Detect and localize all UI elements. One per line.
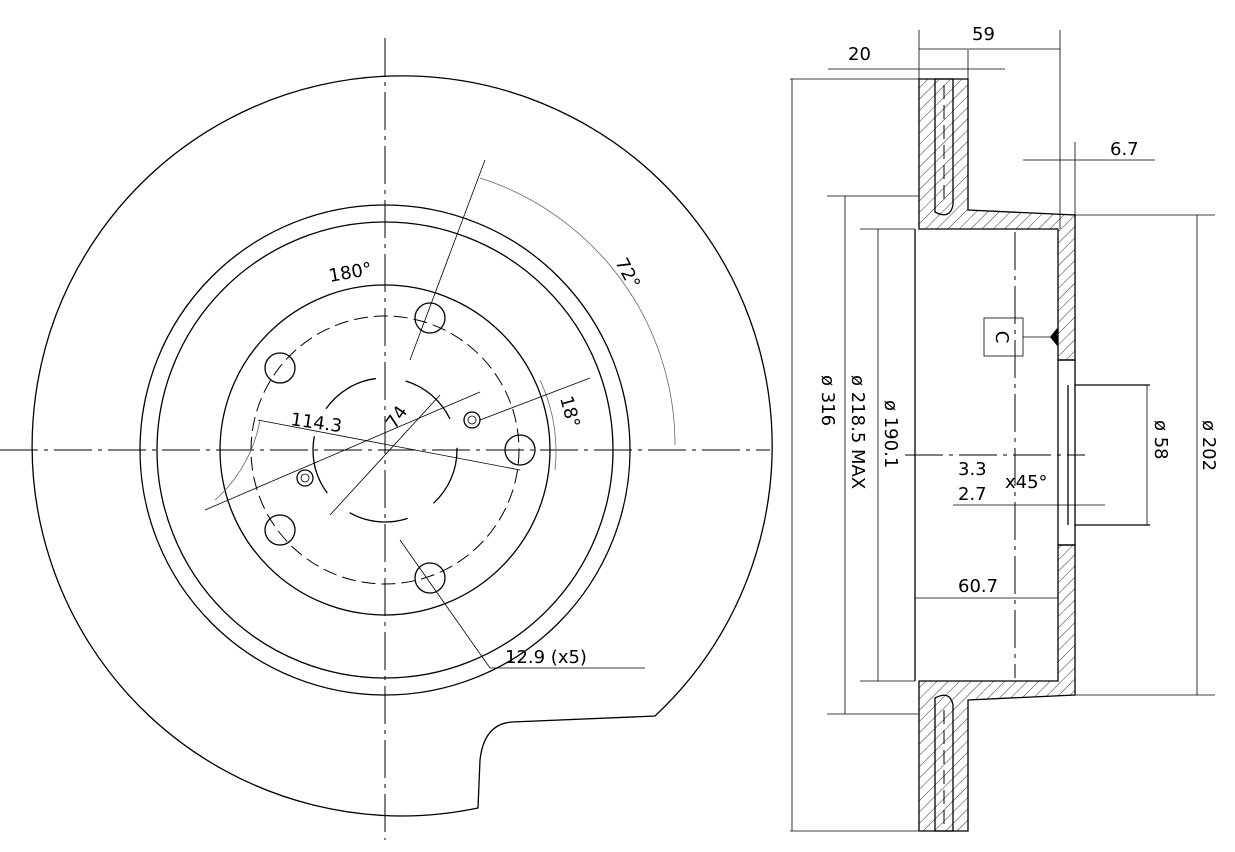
bolt-hole-leader [399, 539, 645, 669]
angle-72-label: 72° [611, 254, 645, 292]
dim-20-label: 20 [848, 44, 871, 65]
dim-190-label: ø 190.1 [880, 400, 901, 468]
bolt-hole [504, 434, 536, 466]
dim-6-7-label: 6.7 [1110, 139, 1139, 160]
section-view: C 20 59 6.7 3.3 2.7 x45° 60.7 ø 316 ø 21… [790, 24, 1219, 832]
dim-59-label: 59 [972, 24, 995, 45]
locating-hole-inner [300, 473, 310, 483]
angle-72-arc [479, 177, 676, 446]
angle-18-label: 18° [555, 394, 584, 430]
chamfer-bottom-label: 2.7 [958, 484, 987, 505]
vent-channel [934, 694, 954, 832]
pcd-dimension-line [257, 419, 521, 471]
locating-hole-inner [467, 415, 477, 425]
dim-218-label: ø 218.5 MAX [847, 375, 868, 489]
bolt-hole [264, 352, 296, 384]
hub-face [1057, 359, 1076, 546]
dim-202-label: ø 202 [1198, 420, 1219, 471]
front-view: 180° 72° 114.3 74 18° 12.9 (x5) [0, 38, 773, 840]
locating-hole [463, 411, 481, 429]
bore-dimension-line [329, 394, 441, 516]
vent-channel [934, 78, 954, 216]
datum-triangle-icon [1050, 327, 1058, 347]
angle-leader [409, 159, 486, 361]
angle-180-label: 180° [327, 259, 373, 287]
chamfer-angle-label: x45° [1005, 472, 1048, 493]
center-bore-label: 74 [382, 402, 412, 433]
angle-leader [479, 377, 591, 421]
angle-180-arc [214, 419, 261, 501]
bolt-hole-label: 12.9 (x5) [505, 647, 587, 668]
bolt-holes [264, 302, 536, 594]
angle-18-arc [539, 379, 557, 471]
bolt-hole [414, 302, 446, 334]
bolt-hole [264, 514, 296, 546]
dim-58-label: ø 58 [1150, 420, 1171, 460]
datum-label: C [991, 331, 1012, 344]
angle-leader [204, 391, 481, 511]
disc-outer-contour [31, 75, 773, 817]
pcd-label: 114.3 [289, 409, 343, 437]
locating-hole [296, 469, 314, 487]
chamfer-top-label: 3.3 [958, 459, 987, 480]
dim-60-7-label: 60.7 [958, 576, 998, 597]
dim-316-label: ø 316 [817, 375, 838, 426]
bolt-hole [414, 562, 446, 594]
